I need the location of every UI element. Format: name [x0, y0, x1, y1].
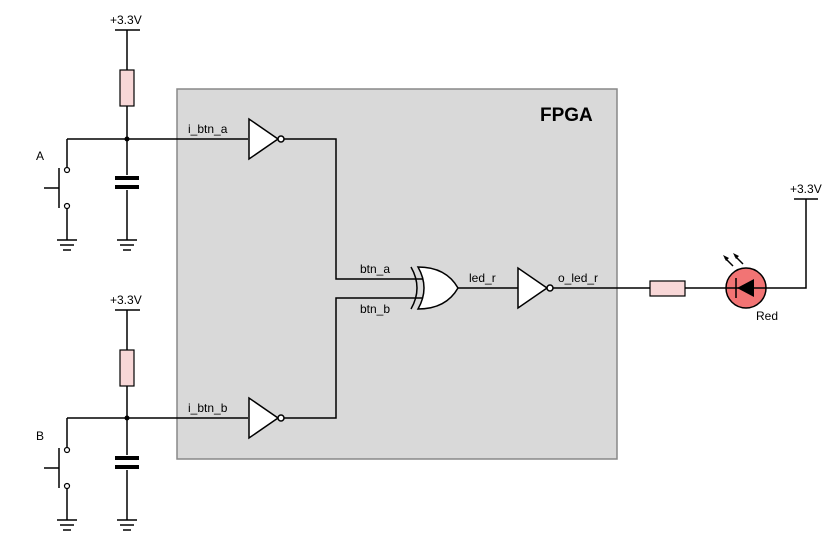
ground-icon — [57, 239, 77, 251]
inverter-gate-out — [517, 266, 549, 310]
net-label-led-r: led_r — [469, 271, 496, 285]
pushbutton-b — [63, 446, 71, 454]
fpga-block — [176, 88, 618, 460]
led-resistor — [649, 280, 686, 297]
xor-gate — [410, 266, 459, 310]
ground-icon — [117, 239, 137, 251]
inverter-bubble-b — [277, 414, 285, 422]
net-label-i-btn-a: i_btn_a — [188, 122, 228, 136]
inverter-gate-a — [248, 117, 280, 161]
led-icon — [723, 253, 767, 309]
ground-icon — [57, 519, 77, 531]
pushbutton-a — [63, 166, 71, 174]
vcc-label-a: +3.3V — [110, 13, 142, 27]
button-label-b: B — [36, 429, 44, 443]
inverter-gate-b — [248, 396, 280, 440]
vcc-label-led: +3.3V — [790, 182, 822, 196]
pullup-resistor-b — [119, 349, 135, 387]
net-label-btn-a: btn_a — [360, 262, 390, 276]
button-b-circuit: +3.3V B — [36, 293, 248, 531]
button-label-a: A — [36, 149, 44, 163]
pullup-resistor-a — [119, 69, 135, 107]
inverter-bubble-out — [546, 284, 554, 292]
vcc-label-b: +3.3V — [110, 293, 142, 307]
fpga-title: FPGA — [540, 105, 593, 126]
inverter-bubble-a — [277, 135, 285, 143]
ground-icon — [117, 519, 137, 531]
button-a-circuit: +3.3V A — [36, 13, 248, 251]
net-label-btn-b: btn_b — [360, 302, 390, 316]
net-label-o-led-r: o_led_r — [558, 271, 598, 285]
net-label-i-btn-b: i_btn_b — [188, 401, 228, 415]
led-color-label: Red — [756, 309, 778, 323]
